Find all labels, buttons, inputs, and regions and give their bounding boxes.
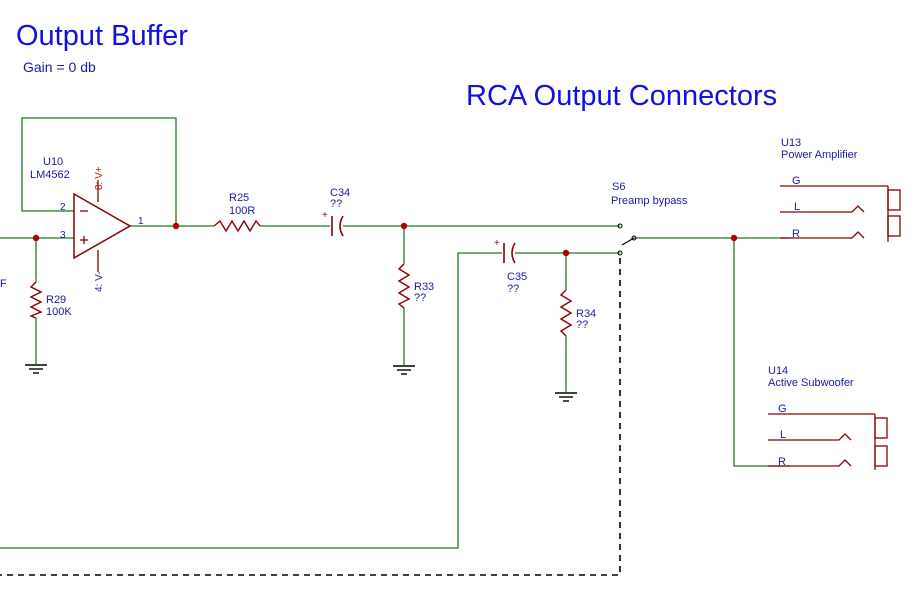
junction-r29 (32, 234, 40, 242)
u10-vminus-label: 4: V- (94, 271, 105, 292)
r29-value: 100K (46, 306, 72, 318)
svg-text:+: + (494, 238, 500, 249)
opamp-u10: U10 LM4562 2 3 1 8: V+ 4: V- (30, 156, 144, 292)
u14-pin-g: G (778, 403, 787, 415)
u10-ref: U10 (43, 156, 63, 168)
u13-value: Power Amplifier (781, 149, 858, 161)
switch-s6: S6 Preamp bypass (611, 181, 688, 256)
r29-ref: R29 (46, 294, 66, 306)
c35-value: ?? (507, 283, 519, 295)
capacitor-c34: + C34 ?? (322, 187, 350, 237)
r25-value: 100R (229, 205, 255, 217)
u13-pin-l: L (794, 201, 800, 213)
u14-pin-r: R (778, 456, 786, 468)
resistor-r33: R33 ?? (397, 263, 434, 309)
ground-symbols (25, 364, 577, 402)
svg-text:+: + (322, 210, 328, 221)
u10-pin3: 3 (60, 230, 66, 241)
rca-output-title: RCA Output Connectors (466, 80, 777, 112)
u14-pin-l: L (780, 429, 786, 441)
u14-value: Active Subwoofer (768, 377, 854, 389)
u13-pin-g: G (792, 175, 801, 187)
junctions (32, 222, 738, 257)
ground-icon (393, 365, 415, 375)
junction-outputs (730, 234, 738, 242)
resistor-r29: R29 100K (29, 281, 72, 319)
r34-ref: R34 (576, 308, 596, 320)
c34-ref: C34 (330, 187, 350, 199)
opamp-triangle (73, 192, 132, 260)
ground-icon (25, 364, 47, 374)
u10-pin1: 1 (138, 216, 144, 227)
c34-value: ?? (330, 198, 342, 210)
r33-value: ?? (414, 292, 426, 304)
s6-value: Preamp bypass (611, 195, 688, 207)
u13-pin-r: R (792, 228, 800, 240)
r25-ref: R25 (229, 192, 249, 204)
left-edge-fragment: F (0, 278, 7, 290)
r34-value: ?? (576, 319, 588, 331)
capacitor-c35: + C35 ?? (494, 238, 527, 295)
junction-r34 (562, 249, 570, 257)
r33-ref: R33 (414, 281, 434, 293)
feedback-wire (21, 117, 177, 226)
ground-icon (555, 392, 577, 402)
u10-value: LM4562 (30, 169, 70, 181)
resistor-r25: R25 100R (213, 192, 261, 233)
c35-ref: C35 (507, 271, 527, 283)
wires (0, 117, 790, 549)
junction-feedback (172, 222, 180, 230)
u10-vplus-label: 8: V+ (94, 166, 105, 190)
output-buffer-title: Output Buffer (16, 20, 188, 52)
s6-ref: S6 (612, 181, 625, 193)
u10-pin2: 2 (60, 202, 66, 213)
u14-ref: U14 (768, 365, 788, 377)
u13-ref: U13 (781, 137, 801, 149)
rca-connector-u14: U14 Active Subwoofer G L R (768, 365, 888, 470)
resistor-r34: R34 ?? (559, 289, 596, 337)
gain-label: Gain = 0 db (23, 59, 96, 75)
junction-r33 (400, 222, 408, 230)
dashed-bypass-line (0, 258, 621, 576)
bypass-wire (0, 252, 502, 549)
rca-connector-u13: U13 Power Amplifier G L R (780, 137, 901, 242)
